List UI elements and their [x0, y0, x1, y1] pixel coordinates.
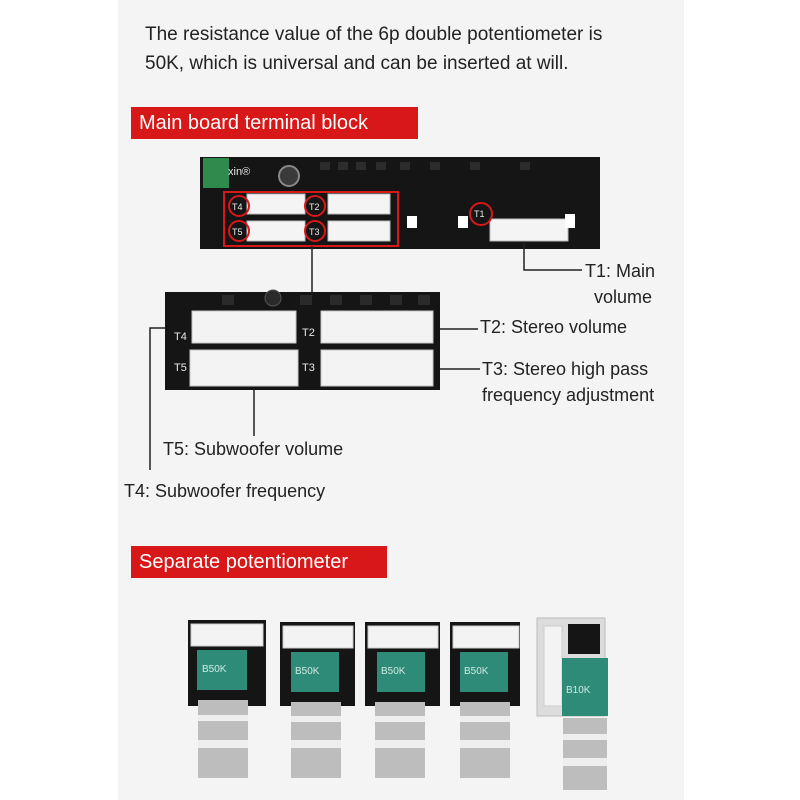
small-jumper-1 — [407, 216, 417, 228]
top-label-t1: T1 — [474, 209, 485, 219]
t2-marker — [304, 195, 326, 217]
t4-marker — [228, 195, 250, 217]
capacitor-round — [278, 165, 300, 187]
zoom-label-t5: T5 — [174, 362, 187, 374]
intro-line-1: The resistance value of the 6p double po… — [145, 24, 603, 45]
callout-t4: T4: Subwoofer frequency — [124, 481, 326, 501]
pot-3-value: B50K — [381, 666, 406, 677]
connector-t4 — [191, 310, 297, 344]
callout-t1-line1: T1: Main — [585, 261, 656, 281]
connector-t1-top — [489, 218, 569, 242]
zoom-label-t4: T4 — [174, 331, 187, 343]
pot-1-value: B50K — [202, 664, 227, 675]
t1-line — [523, 243, 582, 271]
callout-t2: T2: Stereo volume — [480, 317, 628, 337]
intro-text: The resistance value of the 6p double po… — [145, 20, 685, 78]
connector-t2 — [320, 310, 434, 344]
pot-5-value: B10K — [566, 685, 591, 696]
connector-t3-top — [327, 220, 391, 242]
connector-t5 — [189, 349, 299, 387]
connector-t5-top — [246, 220, 306, 242]
separate-heading: Separate potentiometer — [131, 546, 387, 578]
callout-t1: T1: Main volume — [585, 258, 675, 310]
top-label-t2: T2 — [309, 202, 320, 212]
small-jumper-3 — [565, 214, 575, 228]
t5-marker — [228, 220, 250, 242]
pcb-brand-text: xin® — [228, 166, 250, 178]
zoom-components — [222, 295, 430, 305]
callout-t5: T5: Subwoofer volume — [163, 439, 344, 459]
pot-3: B50K — [365, 622, 440, 778]
pot-2: B50K — [280, 622, 355, 778]
t1-marker — [469, 202, 493, 226]
top-label-t3: T3 — [309, 227, 320, 237]
capacitor-green — [203, 158, 229, 188]
pot-4-value: B50K — [464, 666, 489, 677]
connector-t4-top — [246, 193, 306, 215]
zoom-label-t2: T2 — [302, 327, 315, 339]
connector-t2-top — [327, 193, 391, 215]
t3-marker — [304, 220, 326, 242]
main-board-image: xin® T4 T5 T2 T3 T1 — [200, 157, 600, 249]
top-label-t5: T5 — [232, 227, 243, 237]
connector-t3 — [320, 349, 434, 387]
pot-5: B10K — [536, 617, 608, 790]
zoomed-board-image: T4 T5 T2 T3 — [165, 289, 440, 390]
main-board-heading: Main board terminal block — [131, 107, 418, 139]
zoom-capacitor — [264, 289, 282, 307]
callout-t1-line2: volume — [594, 287, 653, 307]
terminal-highlight-box — [223, 191, 399, 247]
zoom-label-t3: T3 — [302, 362, 315, 374]
potentiometer-row: B50K B50K B50K B50K — [188, 617, 608, 790]
pot-4: B50K — [450, 622, 520, 778]
top-label-t4: T4 — [232, 202, 243, 212]
small-jumper-2 — [458, 216, 468, 228]
pcb-components — [320, 162, 530, 170]
callout-t3: T3: Stereo high pass frequency adjustmen… — [482, 356, 697, 408]
intro-line-2: 50K, which is universal and can be inser… — [145, 53, 569, 74]
callout-t3-line1: T3: Stereo high pass — [482, 359, 649, 379]
callout-t3-line2: frequency adjustment — [482, 385, 655, 405]
pot-2-value: B50K — [295, 666, 320, 677]
pot-1: B50K — [188, 620, 266, 778]
